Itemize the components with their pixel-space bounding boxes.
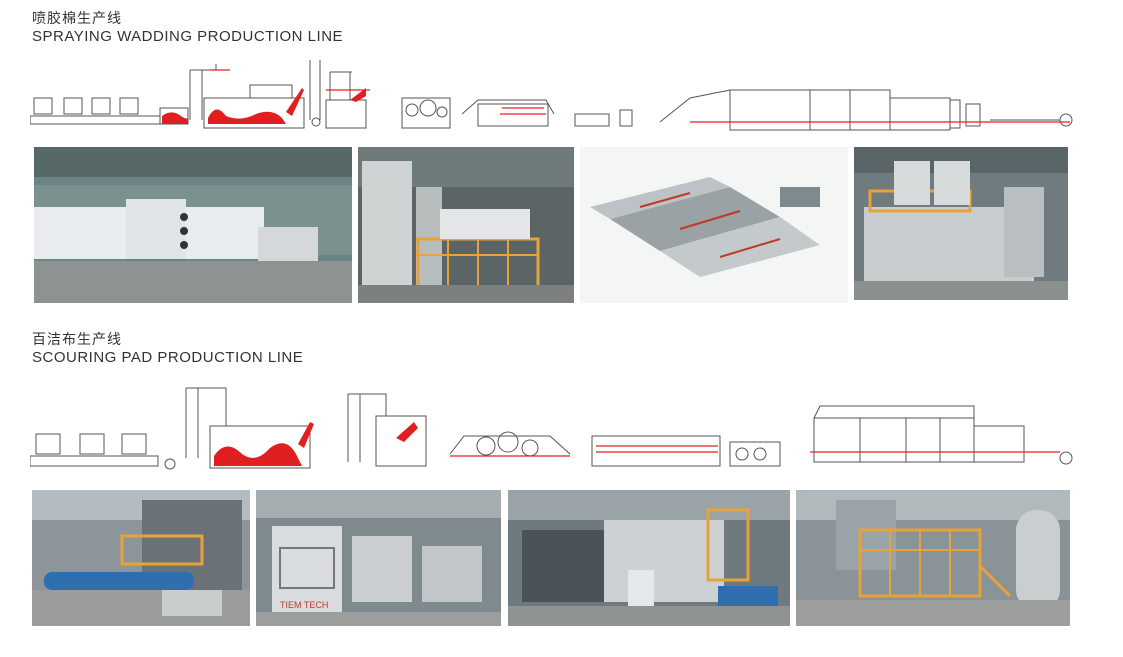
photo-feeder-platform (796, 490, 1070, 626)
section2-title-en: SCOURING PAD PRODUCTION LINE (32, 349, 304, 366)
photo-oven-control (508, 490, 790, 626)
render-line-layout (580, 147, 848, 303)
section1-title-en: SPRAYING WADDING PRODUCTION LINE (32, 28, 344, 45)
brand-label: TIEM TECH (280, 600, 328, 610)
section2-title-cn: 百洁布生产线 (32, 332, 122, 348)
spraying-wadding-line-diagram (30, 60, 1073, 131)
photo-oven-line (34, 147, 352, 303)
scouring-pad-line-diagram (30, 387, 1073, 470)
photo-feeding-machine (854, 147, 1068, 300)
photo-winder-line (32, 490, 250, 626)
photo-bale-openers: TIEM TECH (256, 490, 501, 626)
section1-title-cn: 喷胶棉生产线 (32, 11, 122, 27)
photo-carding-machine (358, 147, 574, 303)
